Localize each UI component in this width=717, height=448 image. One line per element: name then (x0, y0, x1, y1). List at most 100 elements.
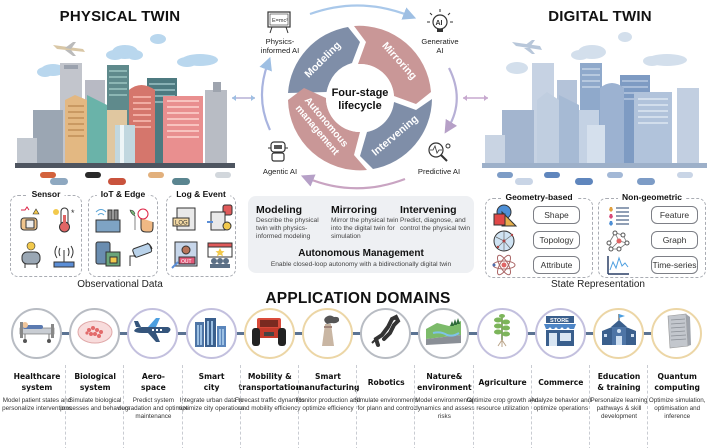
domain-separator (298, 365, 299, 448)
domain-icon-circle (651, 308, 703, 359)
domain-description: Simulate environments for plann and cont… (354, 397, 419, 413)
summary-intervening: Intervening Predict, diagnose, and contr… (400, 204, 470, 233)
domain-separator (647, 365, 649, 448)
domain-separator (414, 365, 416, 448)
cloud-icon (37, 34, 218, 77)
domain-title-line2: environment (417, 383, 472, 392)
car-icon (172, 178, 190, 185)
car-icon (575, 178, 593, 185)
sensor-box: Sensor * (10, 189, 82, 277)
log-file-icon: LOG (171, 206, 199, 239)
feature-pill: Feature (651, 206, 698, 224)
non-geometric-box: Non-geometric Feature Graph Time-series (598, 192, 706, 278)
domain-separator (589, 365, 590, 448)
cars-row-physical (50, 176, 210, 186)
domain-icon-circle (593, 308, 644, 359)
domain-description: Analyze behavior and optimize operations (530, 397, 592, 413)
camera-icon (125, 240, 155, 275)
domain-title-line2: manufacturing (296, 383, 360, 392)
cars-row-digital (515, 176, 665, 186)
svg-text:AI: AI (436, 20, 443, 27)
lifecycle-diagram: Modeling Mirroring Intervening Autonomou… (232, 4, 488, 190)
topology-pill: Topology (533, 231, 580, 249)
ai-method-generative: Generative AI (410, 37, 470, 55)
domain-title: Nature&environment (409, 371, 479, 393)
state-representation-caption: State Representation (551, 279, 645, 290)
domain-title: Aero-space (118, 371, 188, 393)
domain-title-line1: Smart (198, 372, 225, 381)
svg-text:OUT: OUT (181, 259, 192, 265)
domain-description: Personalize learning pathways & skill de… (590, 397, 648, 421)
domain-title-line2: & training (597, 383, 641, 392)
cycle-arrow-top (309, 4, 417, 20)
car-icon (497, 172, 693, 178)
ai-method-label-line1: Physics- (265, 37, 295, 46)
stage-modeling-segment (288, 27, 360, 93)
car-icon (515, 178, 533, 185)
ai-method-label-line2: AI (436, 45, 444, 55)
domain-title-line2: transportation (238, 383, 302, 392)
domain-title: Biological system (60, 371, 130, 393)
domain-title-line1: Mobility & (247, 372, 292, 381)
stage-autonomous-segment (288, 88, 367, 171)
smart-touch-icon (127, 206, 155, 239)
domain-title-line1: Commerce (538, 378, 584, 387)
summary-text: Describe the physical twin with physics-… (256, 217, 319, 240)
tractor-icon (249, 314, 289, 353)
summary-text: Predict, diagnose, and control the physi… (400, 217, 471, 232)
lifecycle-summary-panel: Modeling Describe the physical twin with… (248, 196, 474, 273)
geometry-based-box: Geometry-based Shape Topology Attribute (485, 192, 593, 278)
iot-edge-box-title: IoT & Edge (96, 189, 150, 199)
domain-title-line1: Education (597, 372, 641, 381)
domain-title: Robotics (351, 377, 421, 388)
domain-separator (239, 365, 241, 448)
svg-text:LOG: LOG (175, 221, 188, 227)
domain-title-line2: system (21, 383, 53, 392)
domain-description: Optimize simulation, optimisation and in… (648, 397, 706, 421)
domain-title-line1: Biological (74, 372, 117, 381)
lifecycle-center-line1: Four-stage (332, 87, 389, 99)
airplane-icon (132, 316, 174, 351)
cycle-arrow-right (444, 67, 458, 134)
domain-icon-circle (11, 308, 62, 359)
wearable-sensor-icon (17, 206, 45, 239)
domain-title: Agriculture (468, 377, 538, 388)
graph-icon (605, 229, 631, 258)
ai-method-predictive: Predictive AI (407, 167, 471, 177)
cycle-arrow-left (259, 56, 272, 131)
domain-separator (530, 365, 532, 448)
ai-method-agentic: Agentic AI (250, 167, 310, 177)
domain-description: Model environmental dynamics and assess … (414, 397, 475, 421)
store-icon: STORE (540, 314, 580, 353)
domain-title-line2: system (79, 383, 111, 392)
car-icon (50, 178, 68, 185)
summary-title: Intervening (400, 204, 457, 216)
summary-autonomous-text: Enable closed-loop autonomy with a bidir… (270, 261, 452, 268)
time-series-pill: Time-series (651, 256, 698, 274)
domain-separator (65, 365, 67, 448)
logout-screen-icon: OUT (171, 240, 201, 275)
hospital-bed-icon (17, 316, 57, 351)
event-calendar-icon (205, 240, 235, 275)
ai-method-label-line2: informed AI (260, 45, 300, 55)
digital-twin-title: DIGITAL TWIN (548, 8, 652, 25)
factory-chimney-icon (308, 314, 348, 353)
antenna-icon (49, 240, 79, 275)
domains-timeline (20, 332, 700, 335)
lifecycle-center-line2: lifecycle (338, 100, 381, 112)
ai-method-label-line1: Predictive AI (417, 167, 461, 176)
domain-title-line2: space (141, 383, 166, 392)
domain-icon-circle (476, 308, 528, 359)
domain-separator (181, 365, 183, 448)
summary-text: Mirror the physical twin into the digita… (331, 217, 399, 240)
domain-title: Commerce (526, 377, 596, 388)
shape-icon (492, 204, 518, 233)
non-geometric-box-title: Non-geometric (618, 192, 686, 202)
physical-city-illustration (15, 34, 235, 178)
domain-separator (356, 365, 358, 448)
landscape-icon (423, 315, 465, 352)
petri-dish-icon (75, 316, 115, 351)
